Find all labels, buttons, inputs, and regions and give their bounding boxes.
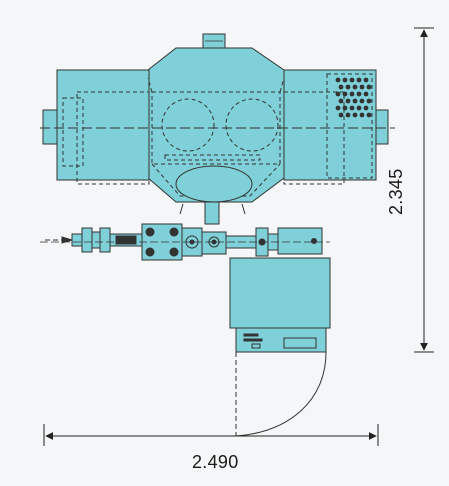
bottom-oval-port [175, 165, 253, 203]
housing-circles [161, 98, 279, 152]
height-dimension [414, 27, 434, 353]
shaft-assembly [45, 223, 323, 261]
width-dimension [43, 424, 379, 446]
housing-feet [179, 203, 246, 215]
left-side-tab [42, 109, 58, 145]
vertical-neck [204, 201, 220, 225]
height-dimension-label: 2.345 [386, 168, 406, 215]
right-side-tab [375, 109, 389, 145]
left-wing [56, 69, 150, 181]
control-panel-details [243, 333, 317, 349]
vent-grille [335, 77, 372, 118]
top-cap [202, 33, 226, 49]
lower-cabinet-top [229, 257, 331, 329]
door-swing [235, 351, 327, 437]
width-dimension-label: 2.490 [192, 452, 239, 472]
